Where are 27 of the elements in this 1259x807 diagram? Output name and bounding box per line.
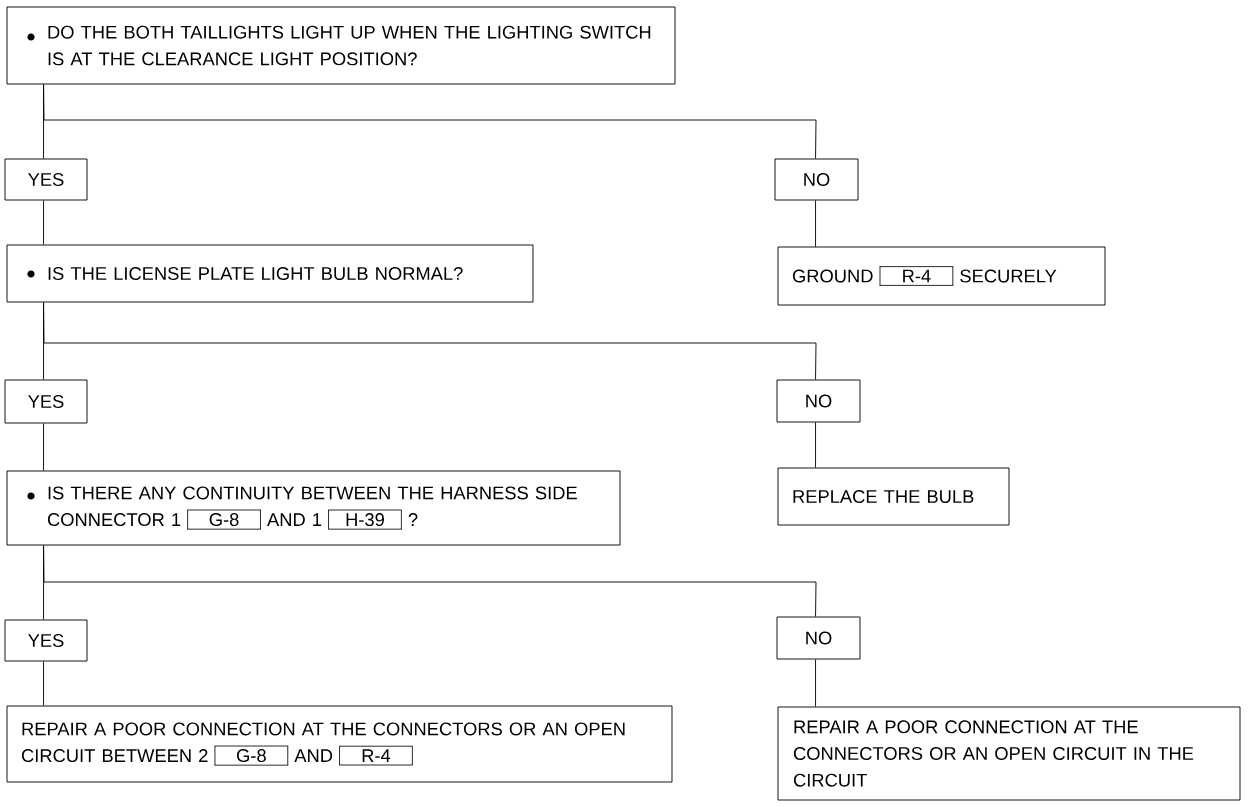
reference-box: H-39: [327, 509, 403, 530]
yes-no-box: NO: [776, 616, 861, 660]
question-box: IS THE LICENSE PLATE LIGHT BULB NORMAL?: [6, 244, 534, 303]
connector-line: [43, 84, 817, 159]
connector-line: [43, 661, 44, 706]
action-box: REPAIR A POOR CONNECTION AT THE CONNECTORS OR AN OPEN CIRCUIT IN THE CIRCUIT: [777, 706, 1241, 801]
yes-no-box: NO: [776, 379, 861, 423]
connector-line: [43, 302, 817, 380]
yes-no-box: YES: [4, 379, 88, 424]
reference-box: G-8: [186, 509, 262, 530]
reference-box: R-4: [879, 266, 954, 286]
connector-line: [815, 659, 816, 707]
action-box: REPLACE THE BULB: [777, 467, 1010, 526]
connector-line: [43, 545, 817, 617]
yes-no-box: YES: [4, 619, 88, 662]
reference-box: R-4: [338, 745, 414, 766]
question-box: DO THE BOTH TAILLIGHTS LIGHT UP WHEN THE LIGHTING SWITCH IS AT THE CLEARANCE LIGHT POSITION?: [6, 6, 676, 85]
connector-line: [815, 422, 816, 468]
action-box: GROUND R-4 SECURELY: [777, 246, 1106, 306]
question-box: IS THERE ANY CONTINUITY BETWEEN THE HARNESS SIDE CONNECTOR 1 G-8 AND 1 H-39 ?: [6, 470, 621, 546]
connector-line: [43, 423, 44, 471]
connector-line: [815, 200, 816, 247]
action-box: REPAIR A POOR CONNECTION AT THE CONNECTORS OR AN OPEN CIRCUIT BETWEEN 2 G-8 AND R-4: [6, 705, 673, 783]
yes-no-box: NO: [774, 158, 859, 201]
connector-line: [43, 200, 44, 245]
reference-box: G-8: [214, 745, 289, 766]
yes-no-box: YES: [4, 158, 88, 201]
